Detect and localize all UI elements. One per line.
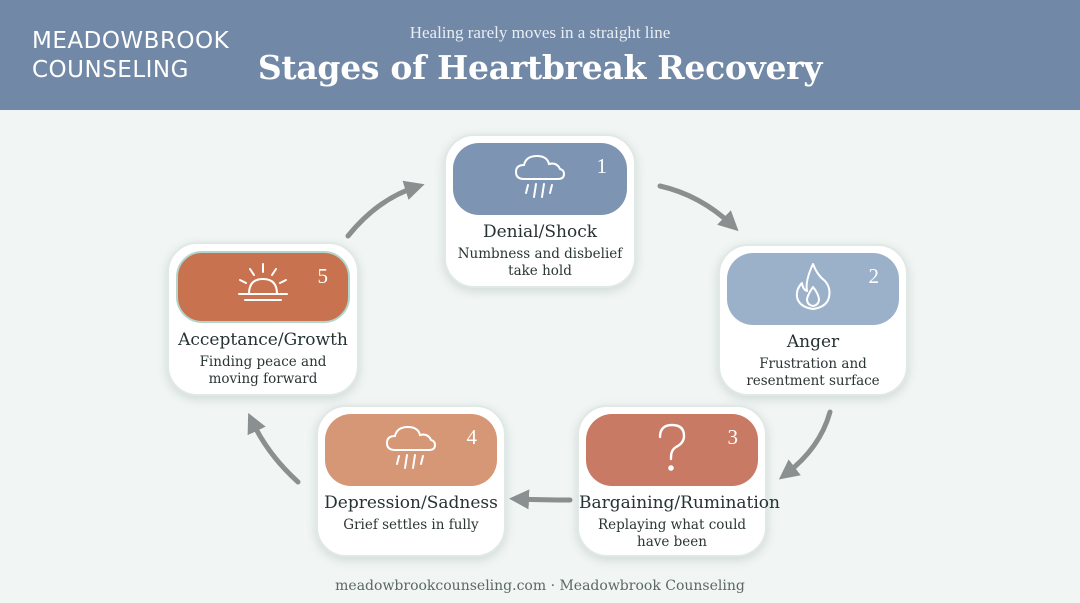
- stage-header-pill: 5: [176, 251, 350, 323]
- stage-name: Anger: [786, 332, 840, 352]
- stage-description-line: Grief settles in fully: [343, 517, 479, 533]
- stage-name: Acceptance/Growth: [178, 330, 348, 350]
- stage-description-line: Replaying what could: [597, 517, 747, 533]
- stage-header-pill: 3: [586, 414, 758, 486]
- stage-number: 3: [727, 425, 739, 449]
- arrow-3-to-4: [509, 489, 573, 510]
- stage-header-pill: 4: [325, 414, 497, 486]
- stage-description: Finding peace and moving forward: [175, 354, 351, 388]
- stage-description: Replaying what could have been: [585, 517, 759, 551]
- rain-cloud-icon: [510, 151, 570, 207]
- stage-card-anger[interactable]: 2 Anger Frustration and resentment surfa…: [718, 244, 908, 396]
- stage-card-denial[interactable]: 1 Denial/Shock Numbness and disbelief ta…: [444, 134, 636, 288]
- stage-description-line: take hold: [508, 263, 572, 279]
- stage-description-line: resentment surface: [746, 373, 880, 389]
- sunrise-icon: [231, 260, 295, 314]
- stage-description-line: Numbness and disbelief: [457, 246, 623, 262]
- stage-number: 1: [596, 154, 608, 178]
- arrow-5-to-1: [345, 180, 425, 239]
- header-banner: MEADOWBROOK COUNSELING Healing rarely mo…: [0, 0, 1080, 110]
- logo-line-2: COUNSELING: [32, 57, 189, 83]
- stage-name: Denial/Shock: [482, 222, 598, 242]
- stage-description-line: Frustration and: [759, 356, 867, 372]
- stage-name: Depression/Sadness: [324, 493, 498, 513]
- stage-header-pill: 1: [453, 143, 627, 215]
- flame-icon: [791, 261, 835, 317]
- rain-cloud-icon: [381, 422, 441, 478]
- stage-card-acceptance[interactable]: 5 Acceptance/Growth Finding peace and mo…: [167, 242, 359, 396]
- stage-header-pill: 2: [727, 253, 899, 325]
- stage-description-line: have been: [637, 534, 707, 550]
- page-title: Stages of Heartbreak Recovery: [257, 48, 823, 87]
- stage-name: Bargaining/Rumination: [579, 493, 780, 513]
- stage-description-line: Finding peace and: [199, 354, 327, 370]
- logo[interactable]: MEADOWBROOK COUNSELING: [32, 27, 229, 85]
- logo-line-1: MEADOWBROOK: [32, 28, 230, 54]
- stage-number: 5: [317, 264, 329, 288]
- stage-description-line: moving forward: [208, 371, 318, 387]
- arrow-1-to-2: [657, 183, 739, 232]
- footer-text: meadowbrookcounseling.com · Meadowbrook …: [335, 578, 745, 594]
- stage-number: 4: [466, 425, 478, 449]
- stage-description: Frustration and resentment surface: [726, 356, 900, 390]
- stage-description: Grief settles in fully: [324, 517, 498, 534]
- arrow-2-to-3: [778, 409, 833, 480]
- stage-card-bargaining[interactable]: 3 Bargaining/Rumination Replaying what c…: [577, 405, 780, 557]
- arrow-4-to-5: [247, 412, 301, 485]
- page-subtitle: Healing rarely moves in a straight line: [409, 23, 671, 42]
- stage-card-depression[interactable]: 4 Depression/Sadness Grief settles in fu…: [316, 405, 506, 557]
- question-mark-icon: [652, 421, 692, 479]
- stage-description: Numbness and disbelief take hold: [452, 246, 628, 280]
- stage-number: 2: [868, 264, 880, 288]
